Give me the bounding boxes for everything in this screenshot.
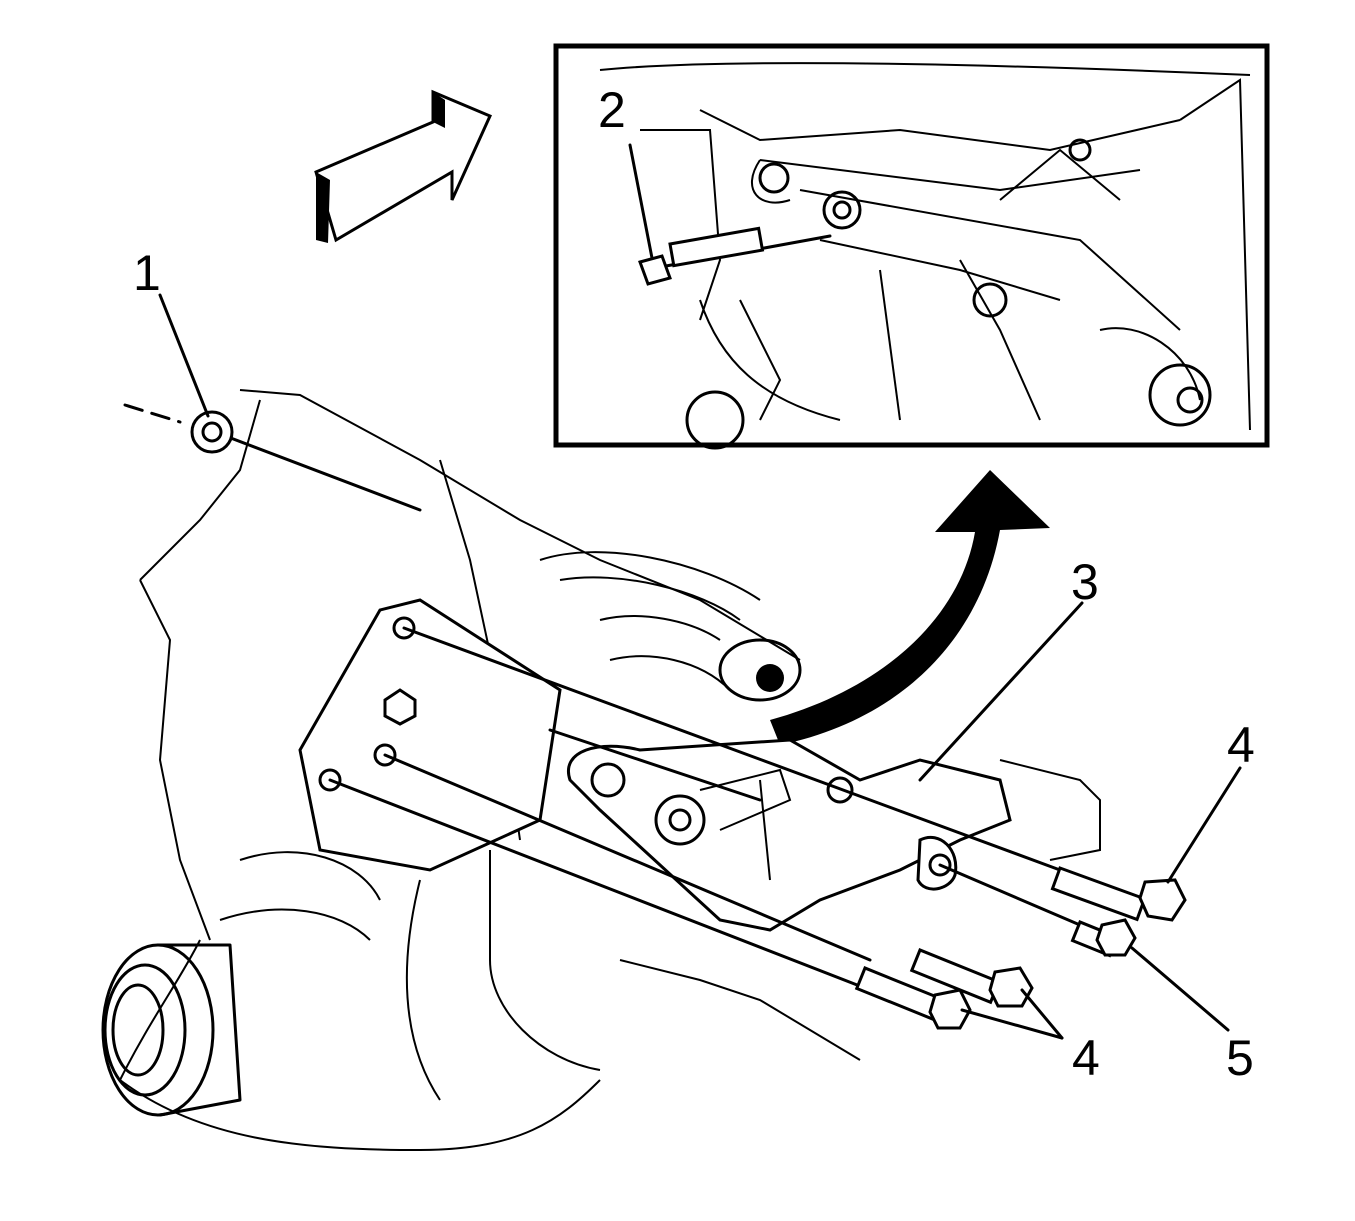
bolt [909, 948, 1034, 1008]
bolt [854, 966, 972, 1030]
curved-arrow-icon [770, 470, 1050, 745]
bolt [1070, 918, 1137, 958]
mount-bracket [566, 738, 1012, 932]
output-flange [101, 943, 242, 1117]
alignment-lines [123, 403, 1082, 992]
mounting-plate [298, 598, 562, 872]
callout-4-upper: 4 [1227, 717, 1255, 773]
callout-3: 3 [1071, 554, 1099, 610]
callout-4-lower: 4 [1072, 1030, 1100, 1086]
leader-lines [158, 293, 1242, 1040]
callout-5: 5 [1226, 1030, 1254, 1086]
callout-1: 1 [133, 245, 161, 301]
bolt [1050, 866, 1187, 922]
inset-detail-view [553, 43, 1270, 450]
center-shaft [718, 638, 802, 702]
mount-insulator [916, 836, 958, 891]
direction-arrow-icon [314, 89, 493, 243]
callout-2: 2 [598, 82, 626, 138]
washer [190, 410, 234, 454]
